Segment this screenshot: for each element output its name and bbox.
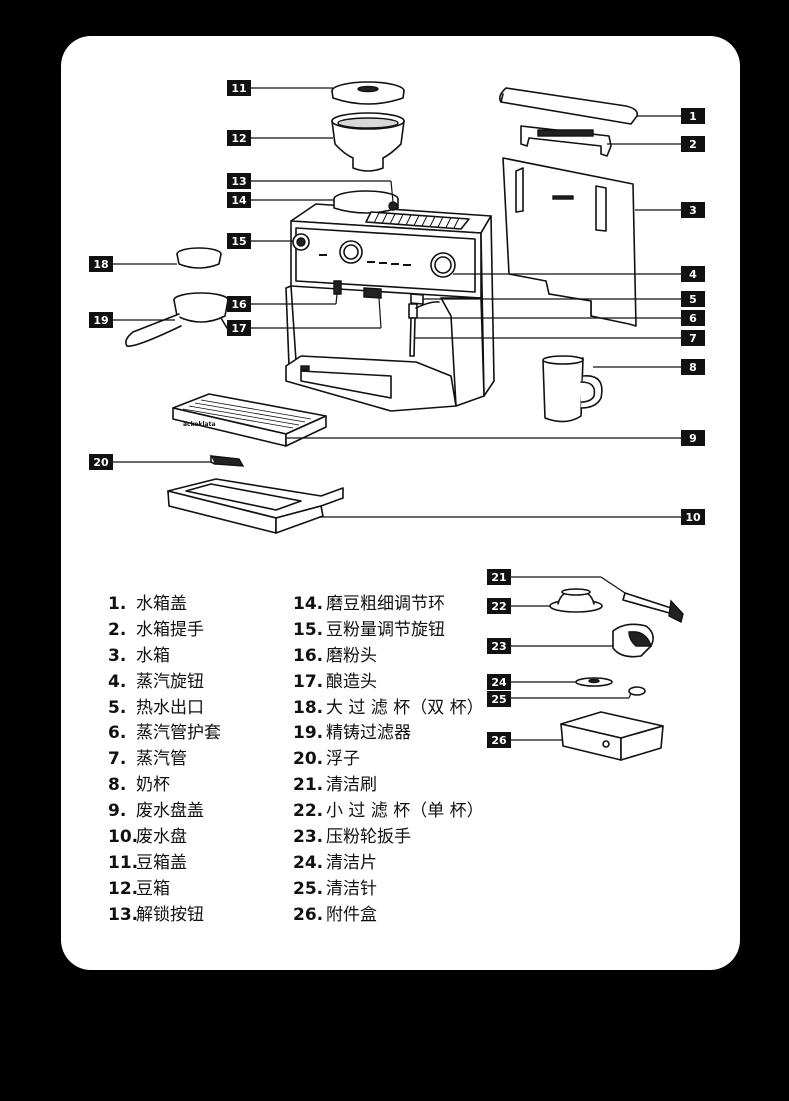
cleaning-pin-part: [628, 686, 646, 696]
svg-text:20: 20: [93, 456, 109, 469]
float-part: [209, 455, 245, 467]
machine-brand-label: ackeklata: [183, 421, 216, 428]
bean-hopper-lid-part: [331, 81, 405, 105]
svg-text:1: 1: [689, 110, 697, 123]
svg-text:7: 7: [689, 332, 697, 345]
legend-item: 23.压粉轮扳手: [293, 827, 411, 847]
callout-11: 11: [227, 80, 251, 96]
callout-4: 4: [681, 266, 705, 282]
callout-26: 26: [487, 732, 511, 748]
legend-item: 22.小 过 滤 杯（单 杯）: [293, 801, 484, 821]
callout-10: 10: [681, 509, 705, 525]
leader-lines: [113, 87, 681, 741]
svg-text:23: 23: [491, 640, 506, 653]
legend-item: 24.清洁片: [293, 853, 377, 873]
callout-8: 8: [681, 359, 705, 375]
callout-19: 19: [89, 312, 113, 328]
cleaning-disc-part: [575, 677, 613, 687]
legend-item: 18.大 过 滤 杯（双 杯）: [293, 698, 484, 718]
legend-item: 21.清洁刷: [293, 775, 377, 795]
callout-25: 25: [487, 691, 511, 707]
legend-item: 4.蒸汽旋钮: [108, 672, 204, 692]
callout-9: 9: [681, 430, 705, 446]
svg-text:8: 8: [689, 361, 697, 374]
legend-item: 6.蒸汽管护套: [108, 723, 221, 743]
svg-text:19: 19: [93, 314, 108, 327]
svg-text:26: 26: [491, 734, 507, 747]
legend-item: 11.豆箱盖: [108, 853, 187, 873]
callout-6: 6: [681, 310, 705, 326]
legend-item: 12.豆箱: [108, 879, 170, 899]
tamper-wrench-part: [612, 623, 654, 658]
drip-tray-part: [167, 478, 344, 534]
legend-item: 19.精铸过滤器: [293, 723, 411, 743]
callout-23: 23: [487, 638, 511, 654]
svg-text:9: 9: [689, 432, 697, 445]
callout-14: 14: [227, 192, 251, 208]
svg-text:2: 2: [689, 138, 697, 151]
callout-17: 17: [227, 320, 251, 336]
svg-text:24: 24: [491, 676, 507, 689]
svg-text:18: 18: [93, 258, 108, 271]
exploded-view-diagram: ackeklata: [89, 80, 705, 761]
machine-body-part: [285, 190, 495, 412]
svg-text:16: 16: [231, 298, 247, 311]
svg-text:14: 14: [231, 194, 247, 207]
water-tank-handle-part: [520, 125, 612, 157]
legend-item: 13.解锁按钮: [108, 905, 204, 925]
double-filter-basket-part: [176, 247, 222, 269]
accessory-box-part: [560, 711, 664, 761]
portafilter-part: [125, 292, 232, 347]
legend-item: 7.蒸汽管: [108, 749, 187, 769]
legend-item: 8.奶杯: [108, 775, 170, 795]
callout-2: 2: [681, 136, 705, 152]
callout-1: 1: [681, 108, 705, 124]
water-tank-lid-part: [499, 87, 639, 125]
single-filter-basket-part: [549, 588, 603, 613]
callout-18: 18: [89, 256, 113, 272]
legend-item: 17.酿造头: [293, 672, 377, 692]
bean-hopper-part: [331, 112, 405, 172]
callout-21: 21: [487, 569, 511, 585]
cleaning-brush-part: [622, 592, 684, 624]
svg-text:13: 13: [231, 175, 246, 188]
diagram-card: ackeklata: [61, 36, 740, 970]
milk-pitcher-part: [542, 355, 603, 423]
callout-22: 22: [487, 598, 511, 614]
callout-13: 13: [227, 173, 251, 189]
svg-text:3: 3: [689, 204, 697, 217]
callout-15: 15: [227, 233, 251, 249]
water-tank-part: [502, 157, 637, 327]
svg-text:6: 6: [689, 312, 697, 325]
legend-item: 5.热水出口: [108, 698, 204, 718]
legend-item: 2.水箱提手: [108, 620, 204, 640]
callout-7: 7: [681, 330, 705, 346]
legend-item: 14.磨豆粗细调节环: [293, 594, 445, 614]
svg-text:25: 25: [491, 693, 506, 706]
svg-text:12: 12: [231, 132, 246, 145]
legend-item: 3.水箱: [108, 646, 170, 666]
legend-item: 20.浮子: [293, 749, 360, 769]
svg-text:21: 21: [491, 571, 506, 584]
callout-16: 16: [227, 296, 251, 312]
svg-text:10: 10: [685, 511, 701, 524]
legend-item: 10.废水盘: [108, 827, 187, 847]
legend-item: 25.清洁针: [293, 879, 377, 899]
svg-text:5: 5: [689, 293, 697, 306]
legend-item: 26.附件盒: [293, 905, 377, 925]
svg-text:22: 22: [491, 600, 506, 613]
svg-text:11: 11: [231, 82, 246, 95]
callout-24: 24: [487, 674, 511, 690]
callout-12: 12: [227, 130, 251, 146]
svg-text:15: 15: [231, 235, 246, 248]
svg-text:4: 4: [689, 268, 697, 281]
callout-3: 3: [681, 202, 705, 218]
legend-item: 9.废水盘盖: [108, 801, 204, 821]
legend-item: 1.水箱盖: [108, 594, 187, 614]
svg-text:17: 17: [231, 322, 246, 335]
callout-5: 5: [681, 291, 705, 307]
legend-item: 16.磨粉头: [293, 646, 377, 666]
callout-20: 20: [89, 454, 113, 470]
legend-item: 15.豆粉量调节旋钮: [293, 620, 445, 640]
